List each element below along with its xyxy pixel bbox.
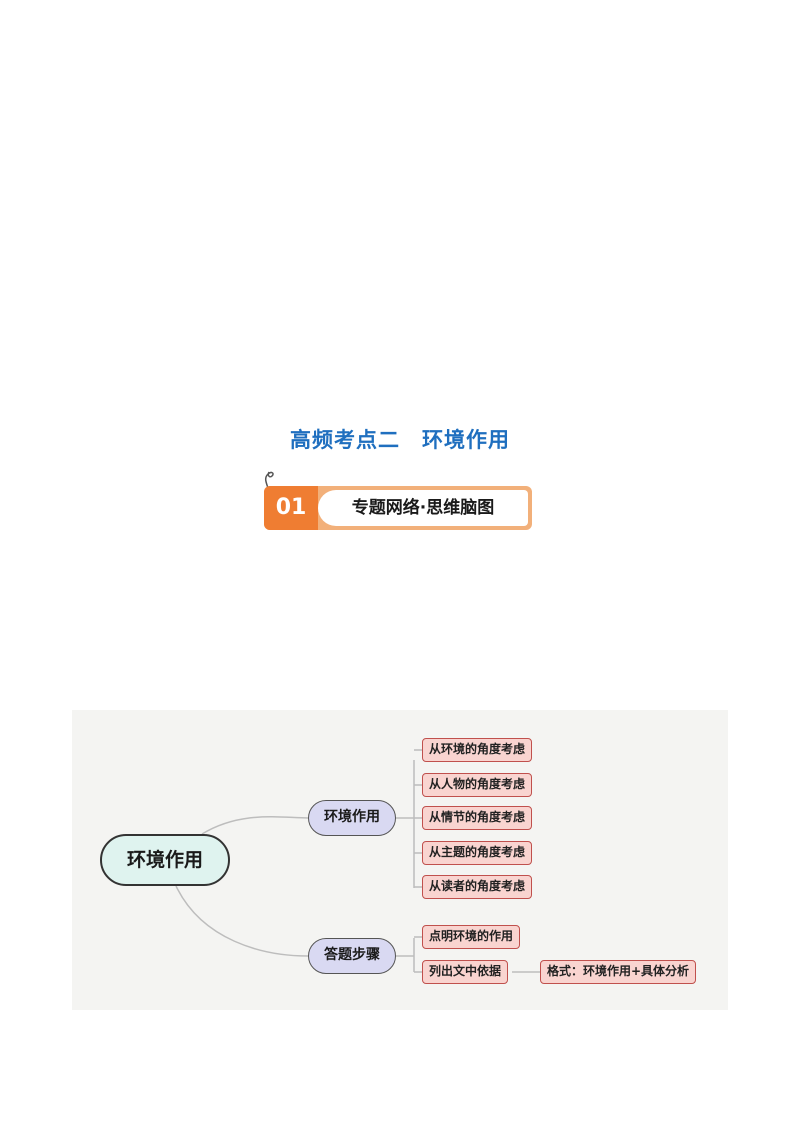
mind-map: 环境作用 环境作用 答题步骤 从环境的角度考虑 从人物的角度考虑 从情节的角度考…: [72, 710, 728, 1010]
title-part-2: 环境作用: [422, 428, 510, 452]
branch-environment-function: 环境作用: [308, 800, 396, 836]
leaf-theme-angle: 从主题的角度考虑: [422, 841, 533, 865]
mind-map-root: 环境作用: [100, 834, 230, 886]
leaf-character-angle: 从人物的角度考虑: [422, 773, 533, 797]
leaf-format: 格式：环境作用+具体分析: [540, 960, 697, 984]
title-part-1: 高频考点二: [290, 428, 400, 452]
curl-decoration-icon: [264, 471, 274, 489]
banner-number: 01: [264, 486, 318, 530]
page-title: 高频考点二环境作用: [0, 424, 800, 454]
branch-answer-steps: 答题步骤: [308, 938, 396, 974]
banner-label: 专题网络·思维脑图: [318, 490, 528, 526]
leaf-state-function: 点明环境的作用: [422, 925, 521, 949]
leaf-list-evidence: 列出文中依据: [422, 960, 509, 984]
leaf-plot-angle: 从情节的角度考虑: [422, 806, 533, 830]
leaf-environment-angle: 从环境的角度考虑: [422, 738, 533, 762]
leaf-reader-angle: 从读者的角度考虑: [422, 875, 533, 899]
section-banner: 01 专题网络·思维脑图: [264, 471, 534, 532]
mind-map-connectors: [175, 749, 540, 973]
